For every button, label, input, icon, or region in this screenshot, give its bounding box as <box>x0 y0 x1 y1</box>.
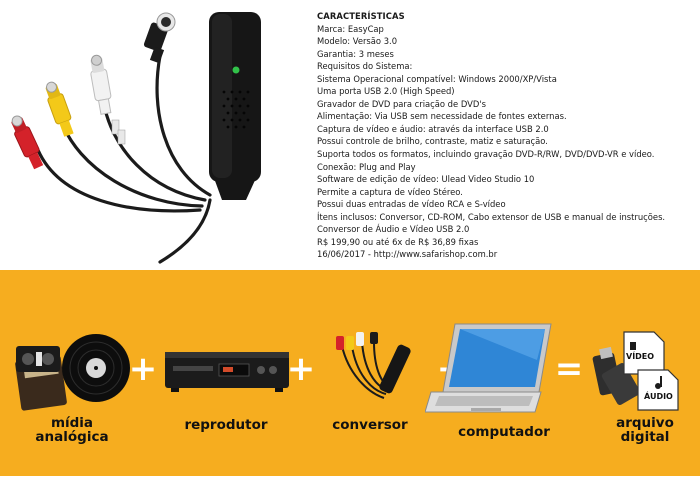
step-label-computer: computador <box>450 425 558 439</box>
video-tag: VÍDEO <box>626 352 655 361</box>
spec-line: Possui duas entradas de vídeo RCA e S-ví… <box>317 199 506 210</box>
easycap-device-illustration <box>11 12 261 264</box>
step-label-line: reprodutor <box>184 417 268 433</box>
spec-line: Garantia: 3 meses <box>317 48 394 59</box>
spec-line: Uma porta USB 2.0 (High Speed) <box>317 86 455 97</box>
audio-tag: ÁUDIO <box>644 392 673 401</box>
plus-operator: + <box>286 349 316 389</box>
equals-operator: = <box>554 349 584 389</box>
specs-heading: CARACTERÍSTICAS <box>317 11 405 21</box>
workflow-banner: mídia analógica + reprodutor + conversor <box>0 270 700 489</box>
laptop-icon <box>425 323 552 413</box>
spec-line: Ítens inclusos: Conversor, CD-ROM, Cabo … <box>317 211 666 222</box>
spec-line: Marca: EasyCap <box>317 23 384 34</box>
plus-operator: + <box>128 349 158 389</box>
spec-line: Modelo: Versão 3.0 <box>317 36 398 47</box>
spec-line: Requisitos do Sistema: <box>317 61 413 72</box>
spec-line: Conexão: Plug and Play <box>317 161 416 172</box>
spec-line: Alimentação: Via USB sem necessidade de … <box>317 111 567 122</box>
step-label-line: digital <box>620 429 670 445</box>
spec-line: Suporta todos os formatos, incluindo gra… <box>317 149 655 160</box>
step-label-line: conversor <box>332 417 408 433</box>
price-line: R$ 199,90 ou até 6x de R$ 36,89 fixas <box>317 236 479 247</box>
date-url-line: 16/06/2017 - http://www.safarishop.com.b… <box>317 249 498 260</box>
step-label-analog-media: mídia analógica <box>30 416 114 444</box>
spec-line: Software de edição de vídeo: Ulead Video… <box>317 174 535 185</box>
digital-file-icon <box>592 331 679 411</box>
product-section: CARACTERÍSTICAS Marca: EasyCap Modelo: V… <box>11 10 697 264</box>
spec-line: Sistema Operacional compatível: Windows … <box>317 73 557 84</box>
spec-line: Possui controle de brilho, contraste, ma… <box>317 136 548 147</box>
bottom-strip <box>0 476 700 489</box>
step-label-digital-file: arquivo digital <box>595 416 695 444</box>
spec-line: Conversor de Áudio e Vídeo USB 2.0 <box>317 224 470 235</box>
step-label-line: computador <box>458 424 550 440</box>
spec-line: Gravador de DVD para criação de DVD's <box>317 98 486 109</box>
step-label-line: analógica <box>35 429 109 445</box>
analog-media-icon <box>15 334 130 411</box>
player-device-icon <box>165 352 289 392</box>
specifications-text: CARACTERÍSTICAS Marca: EasyCap Modelo: V… <box>317 10 697 261</box>
spec-line: Permite a captura de vídeo Stéreo. <box>317 186 463 197</box>
step-label-line: arquivo <box>616 415 674 431</box>
spec-line: Captura de vídeo e áudio: através da int… <box>317 123 549 134</box>
step-label-player: reprodutor <box>180 418 272 432</box>
converter-icon <box>336 332 411 399</box>
step-label-line: mídia <box>50 415 94 431</box>
step-label-converter: conversor <box>324 418 416 432</box>
